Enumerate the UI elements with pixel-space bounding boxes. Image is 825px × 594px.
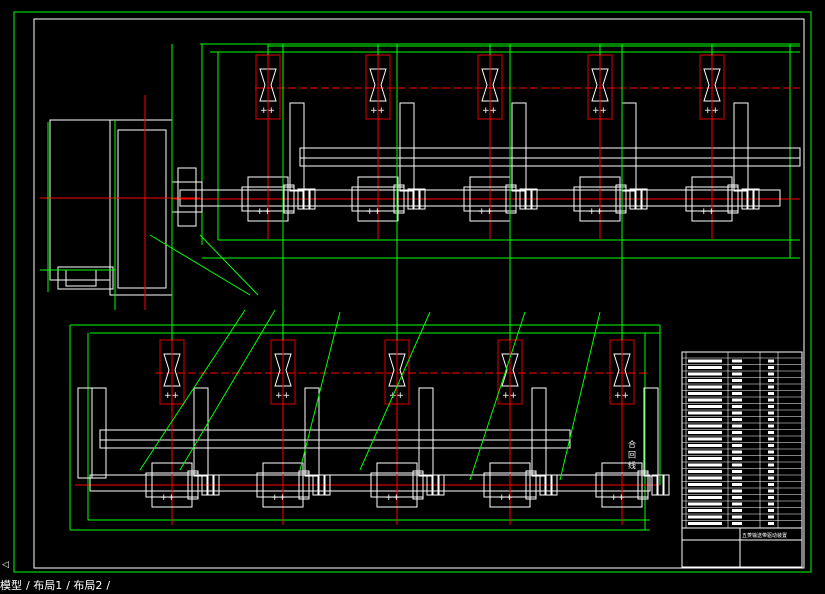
top-assembly-view: ++++++++++++++++++++ bbox=[40, 43, 801, 310]
ucs-icon: ◁ bbox=[2, 560, 9, 570]
bottom-assembly-view: ++++++++++++++++++++ 合 回 线 bbox=[69, 44, 670, 531]
tab-model[interactable]: 模型 bbox=[0, 579, 22, 592]
layout-tab-bar: 模型/ 布局1/ 布局2/ bbox=[0, 578, 825, 594]
cad-drawing-canvas[interactable]: ++++++++++++++++++++ +++++++++++++++++++… bbox=[0, 0, 825, 578]
svg-text:++: ++ bbox=[588, 207, 603, 217]
outer-sheet-border bbox=[13, 11, 812, 573]
svg-text:++: ++ bbox=[366, 207, 381, 217]
svg-text:++: ++ bbox=[498, 493, 513, 503]
title-block-caption: 五菱输送带驱动装置 bbox=[742, 532, 787, 539]
svg-text:++: ++ bbox=[478, 207, 493, 217]
svg-text:++: ++ bbox=[610, 493, 625, 503]
svg-text:++: ++ bbox=[160, 493, 175, 503]
note-label: 合 回 线 bbox=[628, 439, 637, 469]
svg-text:++: ++ bbox=[700, 207, 715, 217]
title-block: 五菱输送带驱动装置 bbox=[681, 351, 803, 568]
svg-text:++: ++ bbox=[271, 493, 286, 503]
tab-layout-1[interactable]: 布局1 bbox=[33, 579, 63, 592]
svg-text:++: ++ bbox=[385, 493, 400, 503]
inner-sheet-frame bbox=[33, 18, 805, 569]
tab-layout-2[interactable]: 布局2 bbox=[73, 579, 103, 592]
svg-text:++: ++ bbox=[256, 207, 271, 217]
